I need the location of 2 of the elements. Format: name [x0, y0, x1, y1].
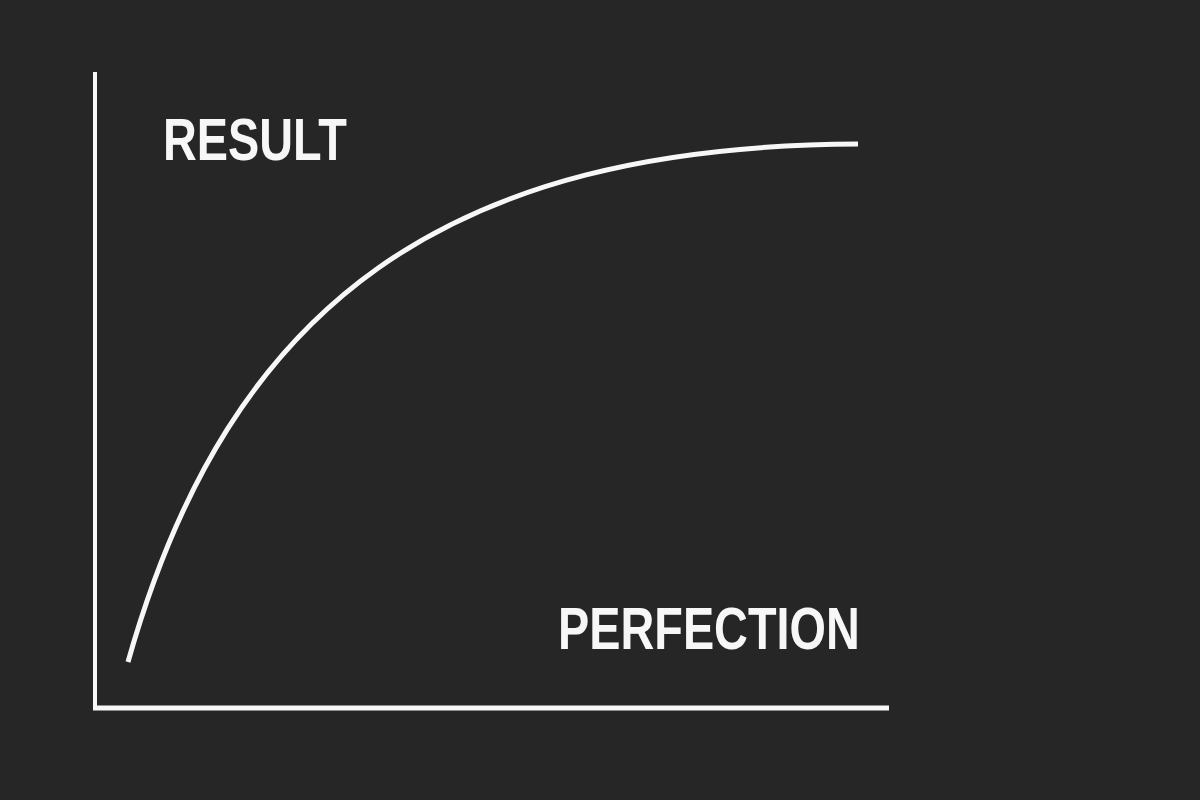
axis-label: PERFECTION [558, 599, 860, 659]
axis-label: RESULT [163, 110, 347, 170]
